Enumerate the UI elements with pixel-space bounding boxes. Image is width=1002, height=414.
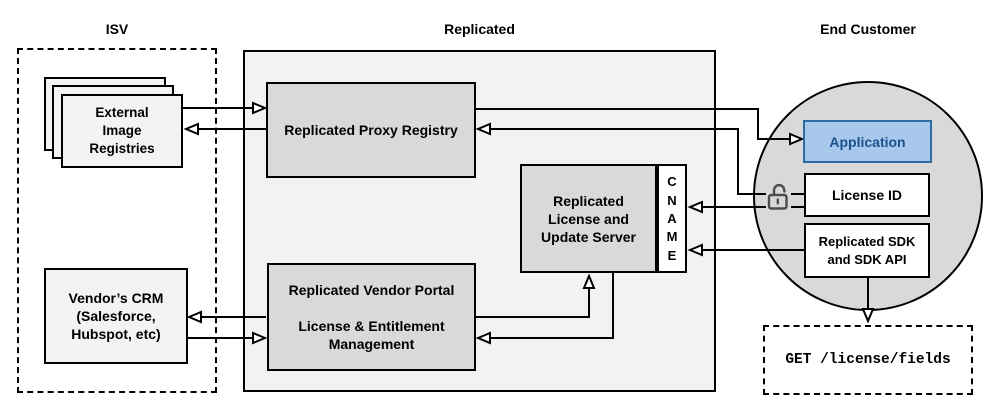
lock-to-license-id-stubs (791, 193, 806, 208)
get-endpoint-label: GET /license/fields (785, 352, 951, 368)
arrow-proxy-to-registries (183, 122, 266, 136)
license-update-server-node: Replicated License and Update Server (520, 164, 657, 273)
vendor-portal-node: Replicated Vendor Portal License & Entit… (267, 263, 476, 371)
section-label-end-customer: End Customer (820, 21, 916, 37)
section-label-isv: ISV (105, 21, 129, 37)
crm-line-3: Hubspot, etc) (71, 326, 161, 342)
replicated-proxy-registry-node: Replicated Proxy Registry (266, 82, 476, 178)
crm-line-2: (Salesforce, (76, 308, 156, 324)
crm-line-1: Vendor’s CRM (68, 290, 164, 306)
cname-letter-a: A (667, 210, 677, 226)
proxy-registry-label: Replicated Proxy Registry (284, 122, 458, 138)
open-padlock-icon (767, 183, 788, 210)
application-label: Application (829, 133, 906, 150)
arrow-update-server-to-portal (475, 273, 614, 345)
cname-node: C N A M E (657, 164, 687, 273)
server-line-3: Update Server (541, 228, 636, 245)
arrow-sdk-to-get-endpoint (861, 278, 875, 324)
arrow-registries-to-proxy (182, 101, 268, 115)
cname-letter-e: E (667, 247, 677, 263)
sdk-line-2: and SDK API (827, 251, 907, 267)
arrow-portal-to-crm (186, 310, 266, 324)
section-label-replicated: Replicated (444, 21, 515, 37)
registries-line-1: External (95, 105, 149, 120)
cname-letter-n: N (667, 192, 677, 208)
get-license-fields-box: GET /license/fields (763, 325, 973, 395)
arrow-license-lock-to-proxy (475, 122, 766, 195)
replicated-sdk-node: Replicated SDK and SDK API (804, 223, 930, 278)
license-id-node: License ID (804, 173, 930, 217)
application-node: Application (803, 120, 932, 163)
arrow-portal-to-update-server (475, 273, 596, 318)
server-line-1: Replicated (553, 192, 624, 209)
cname-letter-m: M (666, 229, 678, 245)
portal-line-1: Replicated Vendor Portal (288, 282, 455, 298)
sdk-line-1: Replicated SDK (818, 233, 916, 249)
arrow-license-lock-to-cname (687, 200, 766, 214)
registries-line-2: Image (102, 123, 142, 138)
server-line-2: License and (548, 210, 629, 227)
license-id-label: License ID (831, 187, 903, 203)
portal-line-3: License & Entitlement (298, 318, 445, 334)
registries-line-3: Registries (89, 141, 155, 156)
vendors-crm-node: Vendor’s CRM (Salesforce, Hubspot, etc) (44, 268, 188, 364)
arrow-proxy-to-application (475, 108, 805, 146)
cname-letter-c: C (667, 174, 677, 190)
portal-line-4: Management (328, 336, 415, 352)
arrow-crm-to-portal (187, 331, 268, 345)
arrow-sdk-to-cname (687, 243, 806, 257)
external-image-registries-node: External Image Registries (61, 94, 183, 168)
